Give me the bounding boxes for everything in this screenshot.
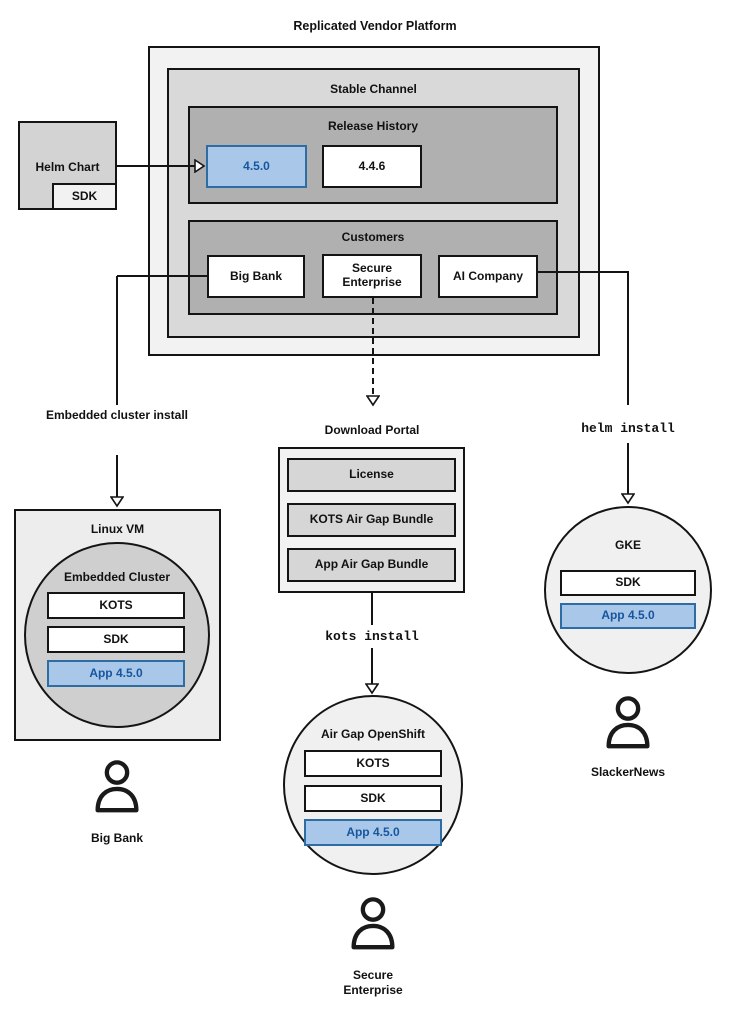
customers-title: Customers	[341, 230, 405, 244]
slackernews-user-icon	[606, 696, 650, 749]
openshift-kots-box: KOTS	[304, 750, 442, 777]
arrowhead-down-icon	[365, 683, 379, 695]
edge-embedded-arrow-line	[116, 455, 118, 497]
secure-enterprise-user-label: Secure Enterprise	[343, 968, 403, 997]
gke-sdk-box: SDK	[560, 570, 696, 596]
portal-app-bundle-bar: App Air Gap Bundle	[287, 548, 456, 582]
edge-portal-to-kots	[371, 593, 373, 625]
gke-app-box: App 4.5.0	[560, 603, 696, 629]
helm-install-label: helm install	[581, 421, 675, 436]
linux-vm-sdk-box: SDK	[47, 626, 185, 653]
arrowhead-down-icon	[110, 496, 124, 508]
gke-title: GKE	[614, 538, 641, 552]
big-bank-user-label: Big Bank	[90, 831, 143, 845]
edge-helm-arrow-line	[627, 443, 629, 494]
arrowhead-down-icon	[621, 493, 635, 505]
edge-aicompany-vertical	[627, 272, 629, 405]
helm-chart-sdk-box: SDK	[52, 183, 117, 210]
release-4-4-6: 4.4.6	[322, 145, 422, 188]
openshift-title: Air Gap OpenShift	[320, 727, 425, 741]
openshift-sdk-box: SDK	[304, 785, 442, 812]
customer-big-bank: Big Bank	[207, 255, 305, 298]
edge-bigbank-horizontal	[117, 275, 207, 277]
arrowhead-right-icon	[194, 159, 206, 173]
kots-install-label: kots install	[325, 629, 419, 644]
helm-chart-title: Helm Chart	[35, 160, 100, 174]
customer-ai-company: AI Company	[438, 255, 538, 298]
edge-secure-dashed	[372, 298, 374, 394]
portal-kots-bundle-bar: KOTS Air Gap Bundle	[287, 503, 456, 537]
release-history-title: Release History	[327, 119, 419, 133]
edge-helmchart-to-release	[117, 165, 196, 167]
edge-aicompany-horizontal	[538, 271, 629, 273]
embedded-cluster-title: Embedded Cluster	[63, 570, 171, 584]
release-4-5-0: 4.5.0	[206, 145, 307, 188]
download-portal-title: Download Portal	[324, 423, 420, 437]
edge-kots-arrow-line	[371, 648, 373, 684]
openshift-app-box: App 4.5.0	[304, 819, 442, 846]
arrowhead-down-icon	[366, 395, 380, 407]
customer-secure-enterprise: Secure Enterprise	[322, 254, 422, 298]
stable-channel-title: Stable Channel	[330, 82, 417, 96]
diagram-title: Replicated Vendor Platform	[293, 19, 457, 33]
portal-license-bar: License	[287, 458, 456, 492]
embedded-install-label: Embedded cluster install	[45, 408, 189, 422]
secure-enterprise-user-icon	[351, 897, 395, 950]
linux-vm-kots-box: KOTS	[47, 592, 185, 619]
edge-bigbank-vertical	[116, 276, 118, 405]
big-bank-user-icon	[95, 760, 139, 813]
linux-vm-app-box: App 4.5.0	[47, 660, 185, 687]
linux-vm-title: Linux VM	[90, 522, 145, 536]
slackernews-user-label: SlackerNews	[590, 765, 666, 779]
